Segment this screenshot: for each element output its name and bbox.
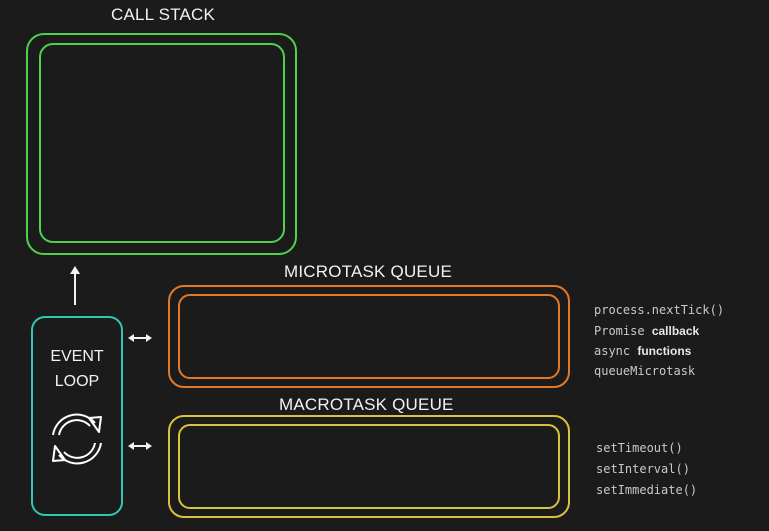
microtask-item: Promise callback (594, 324, 700, 338)
call-stack-outer-box (26, 33, 297, 255)
event-loop-label-line1: EVENT (50, 348, 104, 365)
microtask-item: queueMicrotask (594, 364, 696, 378)
microtask-queue-inner-box (178, 294, 560, 379)
microtask-item: async functions (594, 344, 692, 358)
call-stack-inner-box (39, 43, 285, 243)
event-loop-label-line2: LOOP (54, 373, 100, 390)
macrotask-item: setImmediate() (596, 483, 698, 497)
refresh-cycle-icon (52, 413, 102, 465)
macrotask-item: setInterval() (596, 462, 690, 476)
macrotask-queue-title: MACROTASK QUEUE (279, 395, 454, 414)
call-stack-title: CALL STACK (111, 5, 216, 24)
arrow-bidirectional-macrotask (128, 442, 152, 450)
event-loop-box (31, 316, 123, 516)
microtask-queue-outer-box (168, 285, 570, 388)
arrow-bidirectional-microtask (128, 334, 152, 342)
macrotask-queue-inner-box (178, 424, 560, 509)
microtask-queue-title: MICROTASK QUEUE (284, 262, 452, 281)
macrotask-item: setTimeout() (596, 441, 683, 455)
microtask-item: process.nextTick() (594, 303, 725, 317)
arrow-up-to-call-stack (70, 266, 80, 305)
macrotask-queue-outer-box (168, 415, 570, 518)
